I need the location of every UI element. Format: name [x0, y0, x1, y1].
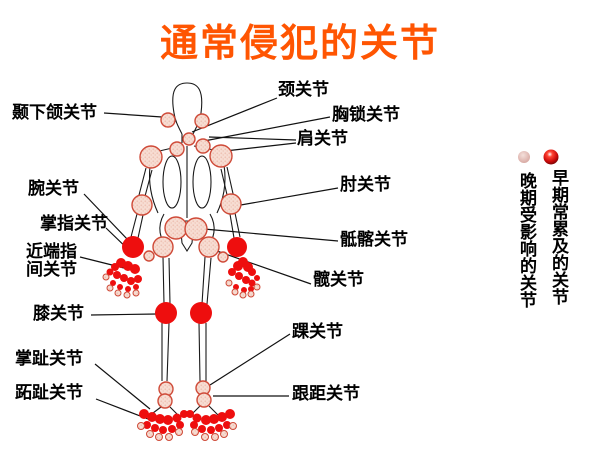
label-hip-joint: 髋关节: [313, 270, 364, 289]
label-proximal-interphalangeal-joint: 近端指间关节: [26, 242, 77, 279]
label-sternoclavicular-joint: 胸锁关节: [332, 105, 400, 124]
label-metacarpophalangeal-joint: 掌指关节: [40, 214, 108, 233]
label-metatarsophalangeal-joint: 跖趾关节: [15, 383, 83, 402]
skeleton-figure: [130, 82, 241, 417]
label-neck-joint: 颈关节: [278, 80, 329, 99]
legend-early-joints-text: 早期常累及的关节: [549, 169, 568, 305]
label-ankle-joint: 踝关节: [292, 322, 343, 341]
legend-early-red-sphere-icon: [543, 149, 559, 165]
legend-late-pink-dot-icon: [518, 151, 530, 163]
early-stage-joint-markers: [106, 236, 260, 434]
label-talocalcaneal-joint: 跟距关节: [292, 384, 360, 403]
label-wrist-joint: 腕关节: [28, 179, 79, 198]
leader-lines: [79, 97, 339, 420]
label-knee-joint: 膝关节: [33, 304, 84, 323]
label-palm-toe-joint: 掌趾关节: [15, 349, 83, 368]
label-sacroiliac-joint: 骶髂关节: [340, 230, 408, 249]
digit-tip-markers: [102, 273, 261, 441]
label-temporomandibular-joint: 颞下颌关节: [12, 103, 97, 122]
legend-late-joints-text: 晚期受影响的关节: [517, 172, 536, 308]
late-stage-joint-markers: [131, 112, 242, 409]
page-title: 通常侵犯的关节: [159, 23, 440, 65]
label-shoulder-joint: 肩关节: [297, 129, 348, 148]
label-elbow-joint: 肘关节: [340, 175, 391, 194]
